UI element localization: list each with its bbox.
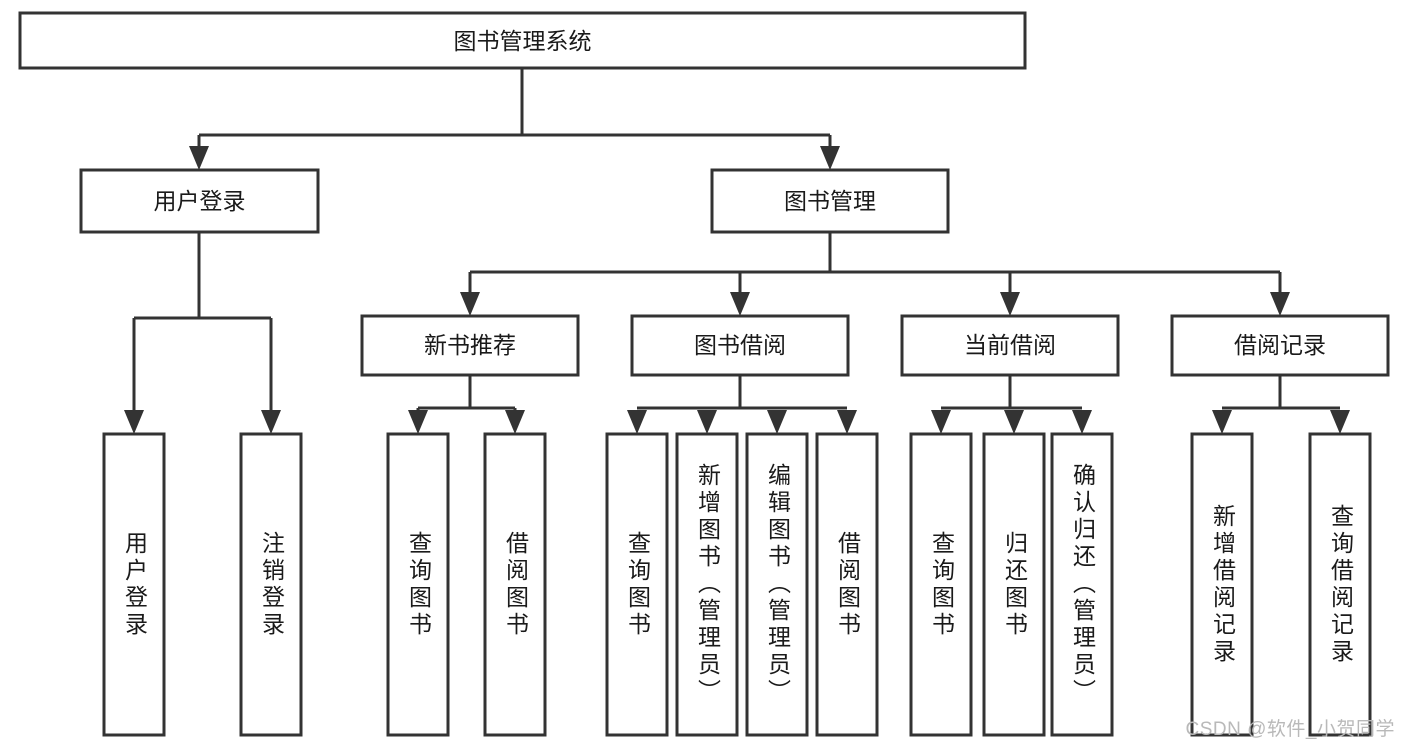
node-records-add[interactable]: 新增借阅记录	[1190, 432, 1254, 737]
node-label-borrow-records: 借阅记录	[1234, 332, 1326, 358]
arrow-to-recommend-borrow-book	[505, 410, 525, 434]
arrow-to-borrow-query-book	[627, 410, 647, 434]
arrow-to-new-book-recommend	[460, 292, 480, 316]
node-label-current-query-book: 查询图书	[928, 530, 955, 639]
node-book-manage[interactable]: 图书管理	[710, 168, 950, 234]
node-label-records-add: 新增借阅记录	[1209, 503, 1236, 666]
arrow-to-user-login-do	[124, 410, 144, 434]
arrow-to-borrow-borrow-book	[837, 410, 857, 434]
node-label-book-borrow: 图书借阅	[694, 332, 786, 358]
node-box-current-borrow[interactable]	[900, 314, 1120, 377]
node-recommend-query-book[interactable]: 查询图书	[386, 432, 450, 737]
node-current-return-book[interactable]: 归还图书	[982, 432, 1046, 737]
node-label-book-manage: 图书管理	[784, 188, 876, 214]
node-label-current-confirm-return: 确认归还（管理员）	[1069, 463, 1096, 706]
node-borrow-query-book[interactable]: 查询图书	[605, 432, 669, 737]
arrow-to-records-query	[1330, 410, 1350, 434]
arrow-to-borrow-records	[1270, 292, 1290, 316]
node-current-borrow[interactable]: 当前借阅	[900, 314, 1120, 377]
node-box-current-query-book[interactable]	[909, 432, 973, 737]
node-current-confirm-return[interactable]: 确认归还（管理员）	[1050, 432, 1114, 737]
node-box-recommend-borrow-book[interactable]	[483, 432, 547, 737]
arrow-to-book-borrow	[730, 292, 750, 316]
arrow-to-user-login	[189, 146, 209, 170]
node-borrow-edit-book[interactable]: 编辑图书（管理员）	[745, 432, 809, 737]
arrow-to-current-confirm-return	[1072, 410, 1092, 434]
node-label-user-logout: 注销登录	[258, 530, 285, 639]
node-user-logout[interactable]: 注销登录	[239, 432, 303, 737]
node-box-borrow-borrow-book[interactable]	[815, 432, 879, 737]
node-box-new-book-recommend[interactable]	[360, 314, 580, 377]
node-label-borrow-query-book: 查询图书	[624, 530, 651, 639]
node-recommend-borrow-book[interactable]: 借阅图书	[483, 432, 547, 737]
connector-layer	[124, 68, 1350, 434]
node-label-new-book-recommend: 新书推荐	[424, 332, 516, 358]
node-label-user-login: 用户登录	[154, 188, 246, 214]
node-box-user-login-do[interactable]	[102, 432, 166, 737]
node-book-borrow[interactable]: 图书借阅	[630, 314, 850, 377]
node-label-current-borrow: 当前借阅	[964, 332, 1056, 358]
node-label-borrow-borrow-book: 借阅图书	[834, 530, 861, 639]
node-current-query-book[interactable]: 查询图书	[909, 432, 973, 737]
node-borrow-records[interactable]: 借阅记录	[1170, 314, 1390, 377]
node-box-borrow-query-book[interactable]	[605, 432, 669, 737]
node-records-query[interactable]: 查询借阅记录	[1308, 432, 1372, 737]
node-box-book-manage[interactable]	[710, 168, 950, 234]
node-box-user-login[interactable]	[79, 168, 320, 234]
node-label-current-return-book: 归还图书	[1001, 530, 1028, 639]
node-user-login-do[interactable]: 用户登录	[102, 432, 166, 737]
node-box-root[interactable]	[18, 11, 1027, 70]
node-label-user-login-do: 用户登录	[121, 530, 148, 639]
node-new-book-recommend[interactable]: 新书推荐	[360, 314, 580, 377]
node-label-borrow-add-book: 新增图书（管理员）	[694, 463, 721, 706]
node-label-borrow-edit-book: 编辑图书（管理员）	[764, 463, 791, 706]
node-user-login[interactable]: 用户登录	[79, 168, 320, 234]
node-label-root: 图书管理系统	[454, 28, 592, 54]
arrow-to-borrow-edit-book	[767, 410, 787, 434]
arrow-to-records-add	[1212, 410, 1232, 434]
arrow-to-current-borrow	[1000, 292, 1020, 316]
node-box-records-query[interactable]	[1308, 432, 1372, 737]
node-box-current-confirm-return[interactable]	[1050, 432, 1114, 737]
node-label-records-query: 查询借阅记录	[1327, 503, 1354, 666]
arrow-to-recommend-query-book	[408, 410, 428, 434]
node-box-user-logout[interactable]	[239, 432, 303, 737]
node-box-borrow-add-book[interactable]	[675, 432, 739, 737]
arrow-to-current-query-book	[931, 410, 951, 434]
node-borrow-add-book[interactable]: 新增图书（管理员）	[675, 432, 739, 737]
arrow-to-user-logout	[261, 410, 281, 434]
node-label-recommend-borrow-book: 借阅图书	[502, 530, 529, 639]
node-root-system[interactable]: 图书管理系统	[18, 11, 1027, 70]
node-box-borrow-edit-book[interactable]	[745, 432, 809, 737]
node-box-current-return-book[interactable]	[982, 432, 1046, 737]
node-borrow-borrow-book[interactable]: 借阅图书	[815, 432, 879, 737]
arrow-to-book-manage	[820, 146, 840, 170]
node-label-recommend-query-book: 查询图书	[405, 530, 432, 639]
arrow-to-borrow-add-book	[697, 410, 717, 434]
arrow-to-current-return-book	[1004, 410, 1024, 434]
node-box-recommend-query-book[interactable]	[386, 432, 450, 737]
node-box-book-borrow[interactable]	[630, 314, 850, 377]
node-box-borrow-records[interactable]	[1170, 314, 1390, 377]
node-box-records-add[interactable]	[1190, 432, 1254, 737]
